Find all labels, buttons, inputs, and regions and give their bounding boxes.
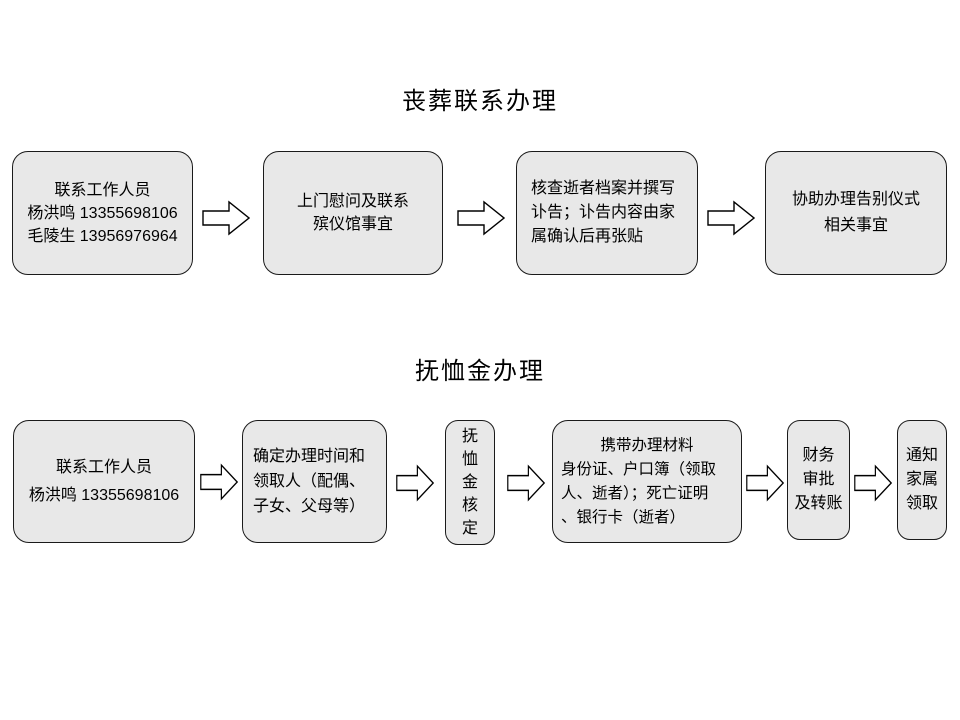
arrow-right-icon	[202, 200, 250, 236]
flow-node-required-materials: 携带办理材料 身份证、户口簿（领取 人、逝者）；死亡证明 、银行卡（逝者）	[552, 420, 742, 543]
section-title-funeral: 丧葬联系办理	[402, 88, 558, 115]
node-text-line: 联系工作人员	[55, 458, 152, 476]
flow-node-notify-family: 通知 家属 领取	[897, 420, 947, 540]
node-text-line: 、银行卡（逝者）	[561, 508, 686, 526]
flow-node-contact-staff: 联系工作人员 杨洪鸣 13355698106 毛陵生 13956976964	[12, 151, 193, 275]
node-text-line: 通知	[905, 447, 938, 464]
node-text-line: 及转账	[794, 495, 843, 512]
node-text-line: 协助办理告别仪式	[791, 191, 920, 208]
flow-node-pension-assessment: 抚 恤 金 核 定	[445, 420, 495, 545]
node-text-line: 抚	[461, 428, 478, 445]
arrow-right-icon	[396, 464, 434, 502]
arrow-right-icon	[746, 464, 784, 502]
node-text-line: 身份证、户口簿（领取	[561, 460, 717, 478]
flow-node-contact-staff-2: 联系工作人员 杨洪鸣 13355698106	[13, 420, 195, 543]
flow-node-time-and-recipient: 确定办理时间和 领取人（配偶、 子女、父母等）	[242, 420, 387, 543]
node-text-line: 审批	[802, 471, 835, 488]
arrow-right-icon	[457, 200, 505, 236]
node-text-line: 财务	[802, 447, 835, 464]
node-text-line: 金	[461, 474, 478, 491]
node-text-line: 家属	[905, 471, 938, 488]
node-text-line: 相关事宜	[823, 217, 888, 234]
node-text-line: 杨洪鸣 13355698106	[27, 204, 178, 222]
arrow-right-icon	[854, 464, 892, 502]
flow-node-obituary: 核查逝者档案并撰写 讣告；讣告内容由家 属确认后再张贴	[516, 151, 698, 275]
arrow-right-icon	[507, 464, 545, 502]
node-text-line: 子女、父母等）	[253, 498, 366, 515]
node-text-line: 讣告；讣告内容由家	[531, 204, 676, 221]
node-text-line: 恤	[461, 451, 478, 468]
arrow-right-icon	[200, 463, 238, 501]
node-text-line: 毛陵生 13956976964	[27, 227, 178, 245]
arrow-right-icon	[707, 200, 755, 236]
node-text-line: 殡仪馆事宜	[312, 216, 393, 233]
flow-node-finance-approval: 财务 审批 及转账	[787, 420, 850, 540]
node-text-line: 上门慰问及联系	[296, 193, 409, 210]
node-text-line: 联系工作人员	[54, 181, 151, 199]
node-text-line: 携带办理材料	[600, 436, 694, 454]
flow-node-home-visit: 上门慰问及联系 殡仪馆事宜	[263, 151, 443, 275]
section-title-pension: 抚恤金办理	[415, 358, 545, 385]
node-text-line: 核查逝者档案并撰写	[531, 180, 676, 197]
flow-node-farewell-ceremony: 协助办理告别仪式 相关事宜	[765, 151, 947, 275]
node-text-line: 杨洪鸣 13355698106	[28, 486, 180, 504]
node-text-line: 核	[461, 497, 478, 514]
node-text-line: 人、逝者）；死亡证明	[561, 484, 709, 502]
node-text-line: 属确认后再张贴	[531, 228, 644, 245]
node-text-line: 领取	[905, 495, 938, 512]
node-text-line: 定	[461, 520, 478, 537]
node-text-line: 领取人（配偶、	[253, 473, 366, 490]
node-text-line: 确定办理时间和	[253, 448, 366, 465]
